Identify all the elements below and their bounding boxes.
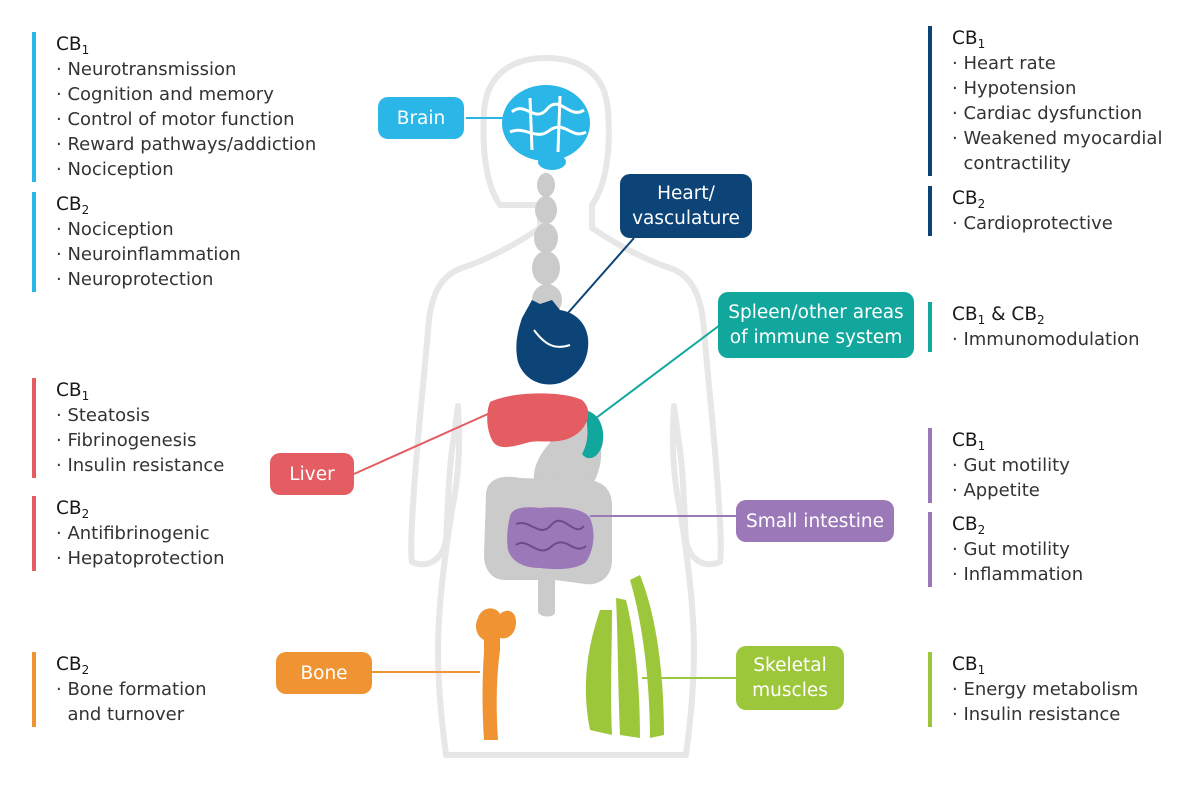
effect-item: · Bone formation [56, 679, 207, 700]
receptor-header: CB1 [952, 654, 986, 677]
effect-item: · Hepatoprotection [56, 548, 225, 569]
skeletal-muscles-label-line2: muscles [752, 680, 828, 701]
spleen-label-line2: of immune system [729, 327, 903, 348]
spleen-label-line1: Spleen/other areas [728, 302, 904, 323]
receptor-header: CB2 [952, 514, 986, 537]
receptor-header: CB2 [56, 654, 90, 677]
effect-item: · Nociception [56, 159, 174, 180]
receptor-header: CB1 [952, 28, 986, 51]
brain-label-text: Brain [396, 107, 446, 129]
effect-item: · Gut motility [952, 455, 1070, 476]
spleen-cb-block: CB1 & CB2 · Immunomodulation [928, 302, 1140, 352]
small-intestine-organ [507, 507, 594, 570]
effect-item: · Cardioprotective [952, 213, 1113, 234]
brain-organ [502, 85, 590, 170]
effect-item: · Cognition and memory [56, 84, 274, 105]
effect-item: · Weakened myocardial [952, 128, 1163, 149]
effect-item: · Energy metabolism [952, 679, 1139, 700]
receptor-header: CB1 [56, 34, 90, 57]
effect-item: · Hypotension [952, 78, 1077, 99]
liver-cb1-block: CB1 · Steatosis · Fibrinogenesis · Insulin… [32, 378, 224, 478]
spleen-organ [582, 410, 604, 459]
bone-label-text: Bone [300, 662, 348, 684]
brain-cb1-block: CB1 · Neurotransmission · Cognition and m… [32, 32, 316, 182]
heart-cb1-block: CB1 · Heart rate · Hypotension · Cardiac d… [928, 26, 1162, 176]
effect-item: and turnover [56, 704, 185, 725]
effect-item: · Neurotransmission [56, 59, 237, 80]
effect-item: · Fibrinogenesis [56, 430, 197, 451]
bone-cb2-block: CB2 · Bone formation and turnover [32, 652, 207, 727]
skeletal-muscles-label-line1: Skeletal [753, 655, 827, 676]
muscle-organ [585, 575, 664, 738]
heart-label: Heart/ vasculature [620, 174, 752, 238]
effect-item: · Immunomodulation [952, 329, 1140, 350]
receptor-header: CB2 [952, 188, 986, 211]
body-outline [408, 55, 724, 758]
heart-organ [516, 300, 589, 385]
intestine-cb2-block: CB2 · Gut motility · Inflammation [928, 512, 1083, 587]
spinal-cord [532, 173, 562, 316]
small-intestine-label: Small intestine [736, 500, 894, 542]
effect-item: · Neuroprotection [56, 269, 214, 290]
receptor-header: CB2 [56, 498, 90, 521]
effect-item: · Inflammation [952, 564, 1084, 585]
effect-item: · Reward pathways/addiction [56, 134, 317, 155]
receptor-header: CB1 [56, 380, 90, 403]
connector-lines [353, 117, 736, 679]
receptor-header: CB2 [56, 194, 90, 217]
receptor-header: CB1 & CB2 [952, 304, 1045, 327]
brain-label: Brain [378, 97, 464, 139]
brain-cb2-block: CB2 · Nociception · Neuroinflammation · Ne… [32, 192, 241, 292]
liver-label-text: Liver [289, 463, 335, 485]
heart-label-line1: Heart/ [657, 183, 715, 204]
skeletal-muscles-label: Skeletal muscles [736, 646, 844, 710]
effect-item: · Insulin resistance [952, 704, 1121, 725]
effect-item: · Nociception [56, 219, 174, 240]
intestine-cb1-block: CB1 · Gut motility · Appetite [928, 428, 1070, 503]
bone-organ [476, 608, 516, 740]
bone-label: Bone [276, 652, 372, 694]
effect-item: · Steatosis [56, 405, 150, 426]
effect-item: · Insulin resistance [56, 455, 225, 476]
receptor-header: CB1 [952, 430, 986, 453]
liver-label: Liver [270, 453, 354, 495]
spleen-label: Spleen/other areas of immune system [718, 292, 914, 358]
muscle-cb1-block: CB1 · Energy metabolism · Insulin resista… [928, 652, 1138, 727]
effect-item: · Antifibrinogenic [56, 523, 210, 544]
effect-item: · Cardiac dysfunction [952, 103, 1143, 124]
effect-item: · Gut motility [952, 539, 1070, 560]
small-intestine-label-text: Small intestine [746, 510, 884, 532]
effect-item: · Control of motor function [56, 109, 295, 130]
effect-item: · Heart rate [952, 53, 1056, 74]
effect-item: contractility [952, 153, 1071, 174]
effect-item: · Neuroinflammation [56, 244, 241, 265]
liver-cb2-block: CB2 · Antifibrinogenic · Hepatoprotection [32, 496, 225, 571]
effect-item: · Appetite [952, 480, 1040, 501]
heart-label-line2: vasculature [632, 208, 740, 229]
stomach [533, 419, 602, 499]
liver-organ [487, 393, 589, 448]
heart-cb2-block: CB2 · Cardioprotective [928, 186, 1113, 236]
